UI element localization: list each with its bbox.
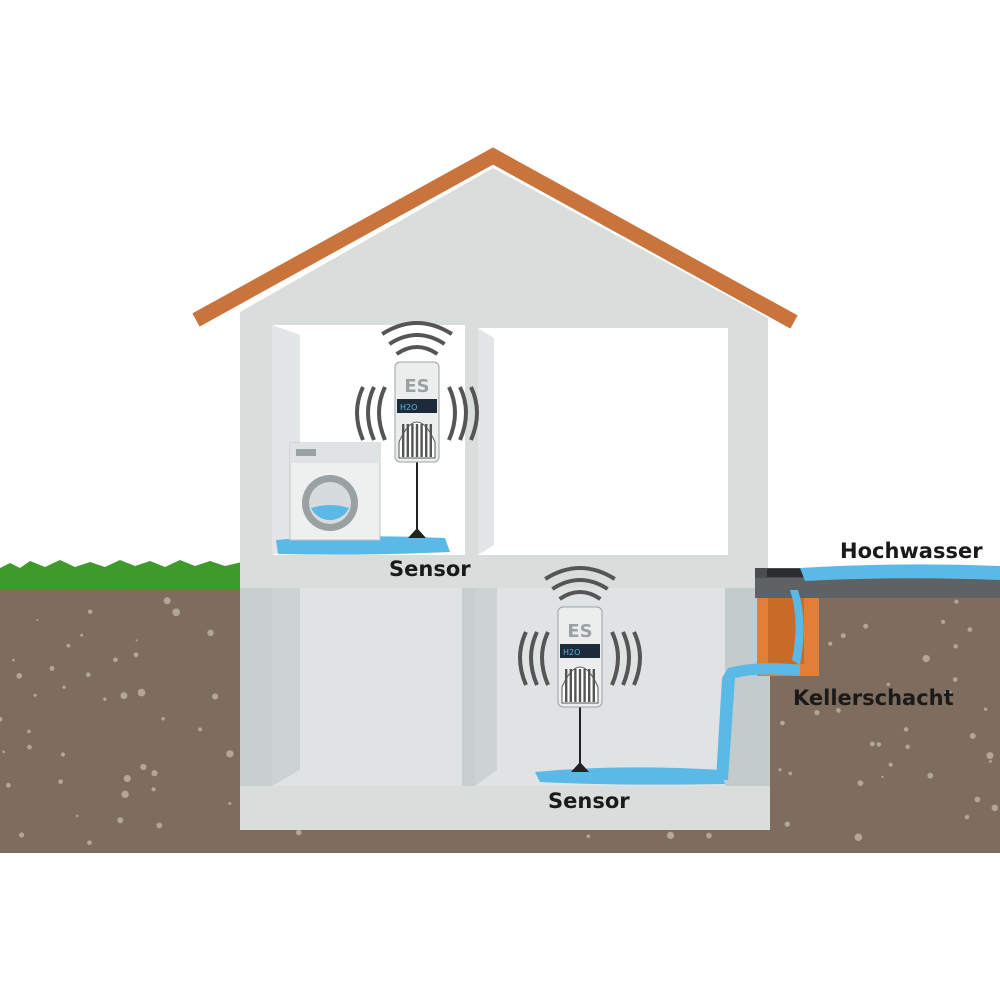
- upper-right-room-wall: [478, 328, 494, 555]
- basement-left-wall: [272, 588, 300, 786]
- floor-slab: [240, 555, 768, 588]
- svg-text:H2O: H2O: [563, 648, 580, 657]
- water-detector-upper: ES H2O: [355, 321, 479, 538]
- basement-floor: [240, 786, 770, 830]
- flood-water: [800, 564, 1000, 581]
- water-detector-basement: ES H2O: [518, 566, 642, 772]
- hochwasser-label: Hochwasser: [840, 539, 983, 563]
- upper-right-room: [478, 328, 728, 555]
- kellerschacht-label: Kellerschacht: [793, 686, 954, 710]
- basement-left-room: [272, 588, 462, 786]
- roof: [192, 147, 798, 329]
- svg-text:ES: ES: [567, 621, 592, 642]
- soil-pebbles: [0, 597, 999, 846]
- grass: [0, 560, 242, 590]
- sensor-label-lower: Sensor: [548, 789, 630, 813]
- svg-text:ES: ES: [404, 376, 429, 397]
- inflow-water: [716, 663, 800, 780]
- basement-puddle: [535, 767, 725, 785]
- basement-right-wall: [475, 588, 497, 786]
- washing-machine: [289, 442, 381, 541]
- svg-text:H2O: H2O: [400, 403, 417, 412]
- shaft-water: [790, 590, 804, 665]
- grate-holes: [767, 569, 807, 577]
- upper-puddle: [276, 536, 450, 555]
- sensor-label-upper: Sensor: [389, 557, 471, 581]
